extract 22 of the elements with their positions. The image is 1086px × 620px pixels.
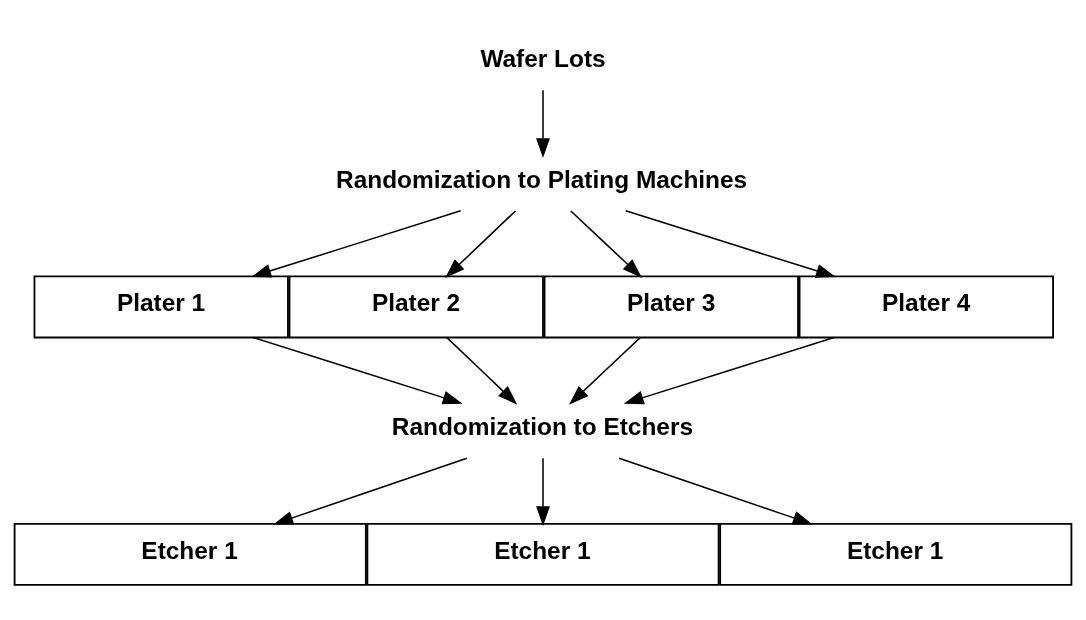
arrow [536, 457, 550, 527]
node-box: Plater 2 [288, 275, 544, 339]
arrow [252, 336, 463, 405]
node-text: Wafer Lots [480, 44, 606, 72]
node-box: Etcher 1 [13, 522, 367, 586]
node-text: Randomization to Plating Machines [336, 165, 748, 193]
arrow [623, 336, 835, 405]
arrow [536, 89, 550, 158]
arrow [624, 210, 836, 278]
arrow [569, 336, 641, 405]
node-box: Etcher 1 [366, 522, 720, 586]
node-text: Randomization to Etchers [391, 412, 694, 440]
node-box: Plater 4 [798, 275, 1054, 339]
node-box: Plater 1 [33, 275, 289, 339]
arrow [570, 210, 643, 278]
arrow [446, 336, 518, 405]
arrow [251, 210, 462, 278]
arrow [273, 457, 468, 525]
arrow [445, 210, 517, 278]
node-box: Plater 3 [543, 275, 799, 339]
node-box: Etcher 1 [719, 522, 1073, 586]
arrow [618, 457, 813, 525]
